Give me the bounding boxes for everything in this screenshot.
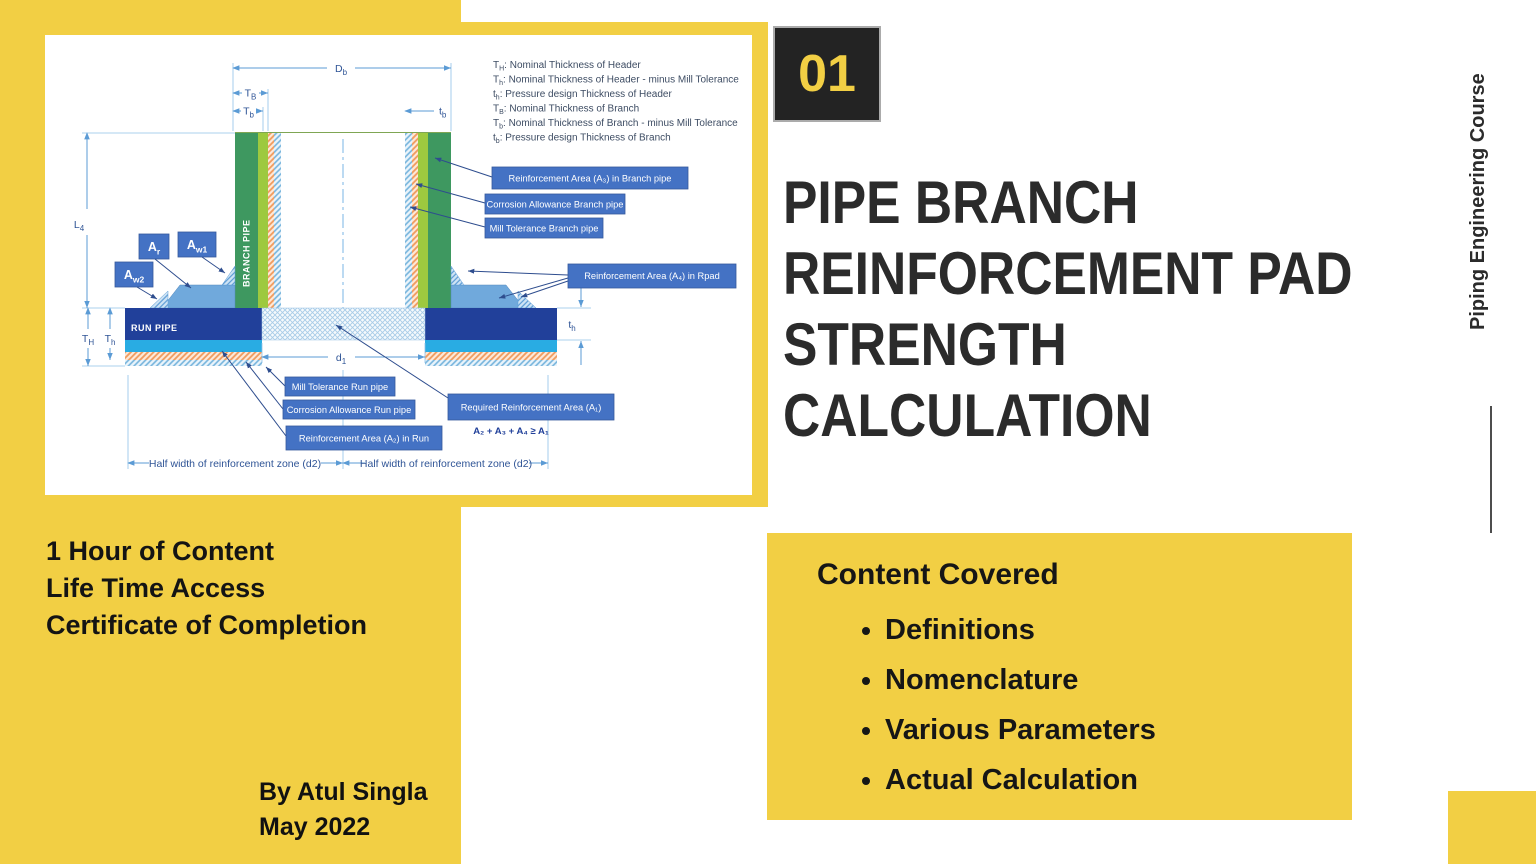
dim-d1: d1 (336, 352, 347, 366)
list-item: Nomenclature (885, 655, 1352, 705)
branch-pipe-left-wall (235, 133, 281, 308)
dim-TH: TH (82, 333, 94, 347)
legend-line: Tb: Nominal Thickness of Branch - minus … (493, 118, 738, 131)
dim-Th: Th (105, 333, 116, 347)
author-date: May 2022 (259, 813, 371, 841)
callout-mill-run-label: Mill Tolerance Run pipe (292, 382, 388, 392)
weld-left-toe (149, 290, 169, 309)
legend-line: TH: Nominal Thickness of Header (493, 60, 641, 73)
weld-left-upper (221, 265, 236, 286)
feature-item: 1 Hour of Content (46, 536, 274, 566)
run-pipe: RUN PIPE (125, 307, 557, 366)
legend: TH: Nominal Thickness of Header Th: Nomi… (493, 60, 739, 145)
dim-TB: TB (245, 88, 257, 102)
callout-boxes: Reinforcement Area (A₃) in Branch pipe C… (221, 157, 737, 451)
bottom-right-yellow-block (1448, 791, 1536, 864)
left-pad (161, 284, 236, 309)
branch-pipe-right-wall (405, 133, 451, 308)
side-divider-line (1490, 406, 1492, 533)
title-line: STRENGTH (783, 311, 1067, 378)
page-title: PIPE BRANCH REINFORCEMENT PAD STRENGTH C… (783, 167, 1471, 451)
author-name: By Atul Singla (259, 778, 428, 806)
callout-a1 (447, 393, 615, 421)
author-block: By Atul Singla May 2022 (259, 775, 428, 845)
content-covered-list: Definitions Nomenclature Various Paramet… (767, 605, 1352, 805)
list-item: Various Parameters (885, 705, 1352, 755)
feature-item: Certificate of Completion (46, 610, 368, 640)
dim-Db: Db (335, 63, 348, 77)
dimension-lines: Db TB Tb tb L4 TH Th (74, 63, 584, 470)
dim-Tb: Tb (243, 106, 254, 120)
callout-mill-branch-label: Mill Tolerance Branch pipe (490, 224, 599, 234)
content-covered-box: Content Covered Definitions Nomenclature… (767, 533, 1352, 820)
dim-L4: L4 (74, 219, 85, 233)
tag-Aw1 (177, 231, 217, 258)
run-pipe-label: RUN PIPE (131, 323, 178, 333)
diagram-panel: TH: Nominal Thickness of Header Th: Nomi… (45, 35, 752, 495)
course-side-label: Piping Engineering Course (1467, 73, 1489, 330)
title-line: CALCULATION (783, 382, 1152, 449)
callout-a4-label: Reinforcement Area (A₄) in Rpad (584, 271, 720, 281)
branch-pipe-label: BRANCH PIPE (242, 219, 252, 287)
legend-line: Th: Nominal Thickness of Header - minus … (493, 75, 739, 88)
feature-item: Life Time Access (46, 573, 266, 603)
callout-mill-branch (484, 217, 604, 239)
zone-label-left: Half width of reinforcement zone (d2) (149, 458, 321, 470)
callout-corrosion-run-label: Corrosion Allowance Run pipe (287, 405, 412, 415)
tag-Aw2-label: Aw2 (124, 268, 145, 285)
right-pad (450, 284, 525, 309)
weld-right-upper (450, 265, 465, 286)
title-line: PIPE BRANCH (783, 169, 1139, 236)
list-item: Definitions (885, 605, 1352, 655)
legend-line: th: Pressure design Thickness of Header (493, 89, 672, 102)
course-features: 1 Hour of Content Life Time Access Certi… (46, 533, 367, 644)
dim-tb: tb (439, 106, 447, 120)
area-formula: A₂ + A₃ + A₄ ≥ A₁ (473, 426, 549, 437)
weld-right-toe (517, 290, 537, 309)
list-item: Actual Calculation (885, 755, 1352, 805)
callout-a2-label: Reinforcement Area (A₂) in Run (299, 434, 429, 444)
zone-label-right: Half width of reinforcement zone (d2) (360, 458, 532, 470)
pipe-branch-diagram: TH: Nominal Thickness of Header Th: Nomi… (74, 60, 739, 470)
section-number-badge: 01 (773, 26, 881, 122)
tag-Aw1-label: Aw1 (187, 238, 208, 255)
legend-line: tb: Pressure design Thickness of Branch (493, 133, 671, 146)
section-number: 01 (798, 45, 856, 103)
callout-a2 (285, 425, 443, 451)
callout-corrosion-run (282, 399, 416, 420)
callout-a4 (567, 263, 737, 289)
callout-corrosion-branch-label: Corrosion Allowance Branch pipe (487, 200, 624, 210)
dim-th: th (568, 319, 575, 333)
content-covered-title: Content Covered (817, 558, 1059, 591)
tag-Ar-label: Ar (148, 240, 161, 257)
callout-a3-label: Reinforcement Area (A₃) in Branch pipe (509, 174, 672, 184)
tag-Ar (138, 233, 170, 260)
callout-mill-run (284, 376, 396, 397)
title-line: REINFORCEMENT PAD (783, 240, 1353, 307)
tag-Aw2 (114, 261, 154, 288)
area-tags: Ar Aw1 Aw2 (114, 231, 226, 300)
required-area-region (261, 307, 426, 341)
callout-a3 (491, 166, 689, 190)
callout-corrosion-branch (484, 193, 626, 215)
callout-a1-label: Required Reinforcement Area (A₁) (461, 403, 602, 413)
legend-line: TB: Nominal Thickness of Branch (493, 104, 639, 117)
